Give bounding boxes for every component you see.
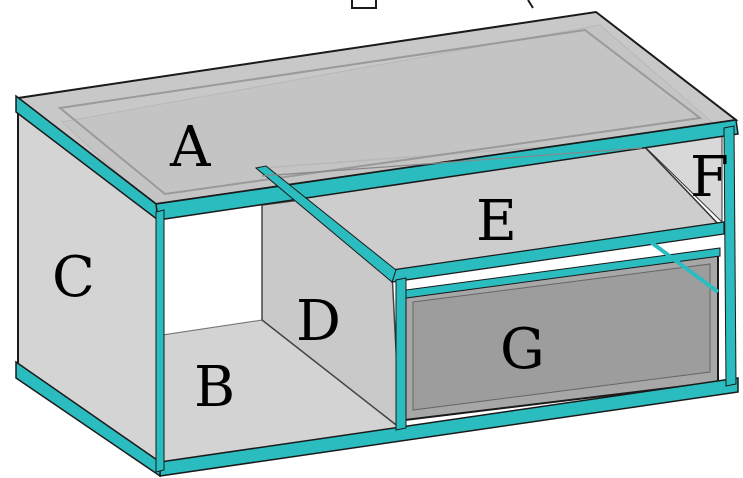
edge-post-left bbox=[155, 209, 165, 473]
top-inner-frame bbox=[57, 28, 703, 196]
top-edge-mark bbox=[351, 0, 377, 9]
shelf-back-line bbox=[261, 147, 643, 177]
drawer-inner bbox=[412, 263, 711, 411]
edge-bottom-left bbox=[15, 360, 161, 478]
edge-post-right bbox=[723, 125, 737, 387]
edge-drawer-post bbox=[395, 277, 407, 431]
opening bbox=[161, 204, 263, 336]
edge-drawer-right-rail bbox=[646, 238, 720, 294]
label-e: E bbox=[476, 189, 517, 254]
label-f: F bbox=[690, 145, 729, 210]
edge-drawer-top bbox=[405, 247, 721, 299]
top-edge-mark-2 bbox=[527, 0, 534, 9]
label-d: D bbox=[296, 289, 341, 354]
label-b: B bbox=[194, 355, 235, 420]
label-c: C bbox=[52, 245, 95, 310]
label-g: G bbox=[500, 317, 545, 382]
edge-shelf-left bbox=[254, 165, 397, 283]
label-a: A bbox=[169, 115, 211, 180]
